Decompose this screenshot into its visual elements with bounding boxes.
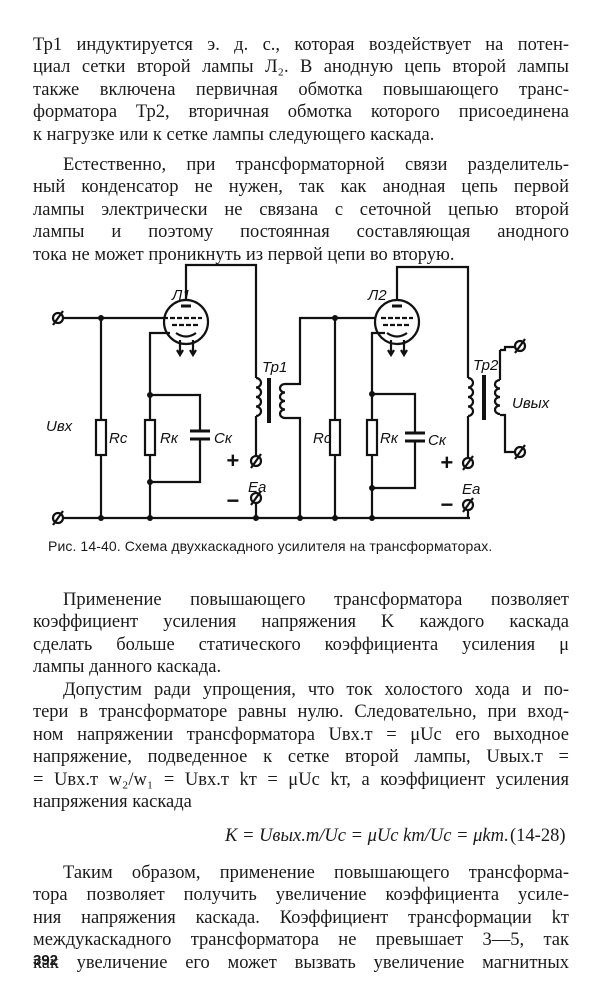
junction-dots xyxy=(98,315,375,521)
text-line: тока не может проникнуть из первой цепи … xyxy=(33,244,455,265)
paragraph: Допустим ради упрощения, что ток холосто… xyxy=(33,679,569,813)
tube1-label: Л1 xyxy=(171,287,191,304)
text-line: форматора Тр2, вторичная обмотка которог… xyxy=(33,102,569,123)
rc1-label: Rc xyxy=(109,430,128,447)
resistors xyxy=(94,418,379,457)
uout-label: Uвых xyxy=(512,395,550,412)
plus-sign-1: + xyxy=(226,448,239,473)
wires xyxy=(64,263,515,520)
text-line: Таким образом, применение повышающего тр… xyxy=(63,863,569,883)
text-line: тери в трансформаторе равны нулю. Следов… xyxy=(33,702,569,723)
text-line: ния напряжения каскада. Коэффициент тран… xyxy=(33,907,569,928)
ck1-label: Cк xyxy=(214,430,233,447)
page-number: 392 xyxy=(33,952,59,969)
text-line: к нагрузке или к сетке лампы следующего … xyxy=(33,124,435,145)
text-line: лампы данного каскада. xyxy=(33,657,222,678)
formula: K = Uвых.т/Uс = μUс kт/Uс = μkт. xyxy=(225,826,509,846)
tr1-label: Тр1 xyxy=(262,359,287,376)
figure-caption: Рис. 14-40. Схема двухкаскадного усилите… xyxy=(48,538,493,554)
paragraph: Тр1 индуктируется э. д. с., которая возд… xyxy=(33,34,569,146)
text-line: также включена первичная обмотка повышаю… xyxy=(33,79,569,100)
capacitors xyxy=(190,429,425,443)
tr2-label: Тр2 xyxy=(473,357,499,374)
rk2-label: Rк xyxy=(380,430,399,447)
text-line: Допустим ради упрощения, что ток холосто… xyxy=(63,680,569,700)
terminals xyxy=(51,310,527,526)
transformer-2 xyxy=(467,350,502,420)
text-line: напряжения каскада xyxy=(33,791,192,812)
text-line: междукаскадного трансформатора не превыш… xyxy=(33,930,569,951)
text-line: Тр1 индуктируется э. д. с., которая возд… xyxy=(33,35,569,55)
minus-sign-2: − xyxy=(440,492,453,517)
transformer-1 xyxy=(255,376,286,423)
equation-number: (14-28) xyxy=(510,826,566,846)
text-line: коэффициент усиления напряжения K каждог… xyxy=(33,612,569,633)
ea1-label: Ea xyxy=(248,479,266,496)
paragraph: Таким образом, применение повышающего тр… xyxy=(33,862,569,974)
text-line: ном напряжении трансформатора Uвх.т = μU… xyxy=(33,724,569,745)
text-line: тора позволяет получить увеличение коэфф… xyxy=(33,885,569,906)
text-line: напряжение, подведенное к сетке второй л… xyxy=(33,747,569,768)
rk1-label: Rк xyxy=(160,430,179,447)
rc2-label: Rc xyxy=(313,430,332,447)
ck2-label: Cк xyxy=(428,432,447,449)
text-line: = Uвх.т w₂/w₁ = Uвх.т kт = μUс kт, а коэ… xyxy=(33,769,569,790)
text-line: сделать больше статического коэффициента… xyxy=(33,634,569,655)
text-line: циал сетки второй лампы Л₂. В анодную це… xyxy=(33,57,569,78)
plus-sign-2: + xyxy=(440,450,453,475)
minus-sign-1: − xyxy=(226,488,239,513)
text-line: Естественно, при трансформаторной связи … xyxy=(63,155,569,175)
text-line: ный конденсатор не нужен, так как анодна… xyxy=(33,177,569,198)
text-line: лампы электрически не связана с сеточной… xyxy=(33,199,569,220)
circuit-diagram: Л1 Л2 Тр1 Тр2 Uвх Uвых Rc Rк Cк Rc Rк Cк… xyxy=(46,263,550,526)
text-line: лампы и поэтому постоянная составляющая … xyxy=(33,222,569,243)
paragraph: Естественно, при трансформаторной связи … xyxy=(33,154,569,266)
ea2-label: Ea xyxy=(462,481,480,498)
tube2-label: Л2 xyxy=(367,287,387,304)
text-line: Применение повышающего трансформатора по… xyxy=(63,590,569,610)
vacuum-tube-2 xyxy=(373,298,421,358)
vacuum-tube-1 xyxy=(162,298,210,358)
text-line: как увеличение его может вызвать увеличе… xyxy=(33,952,569,973)
uin-label: Uвх xyxy=(46,418,73,435)
paragraph: Применение повышающего трансформатора по… xyxy=(33,589,569,679)
